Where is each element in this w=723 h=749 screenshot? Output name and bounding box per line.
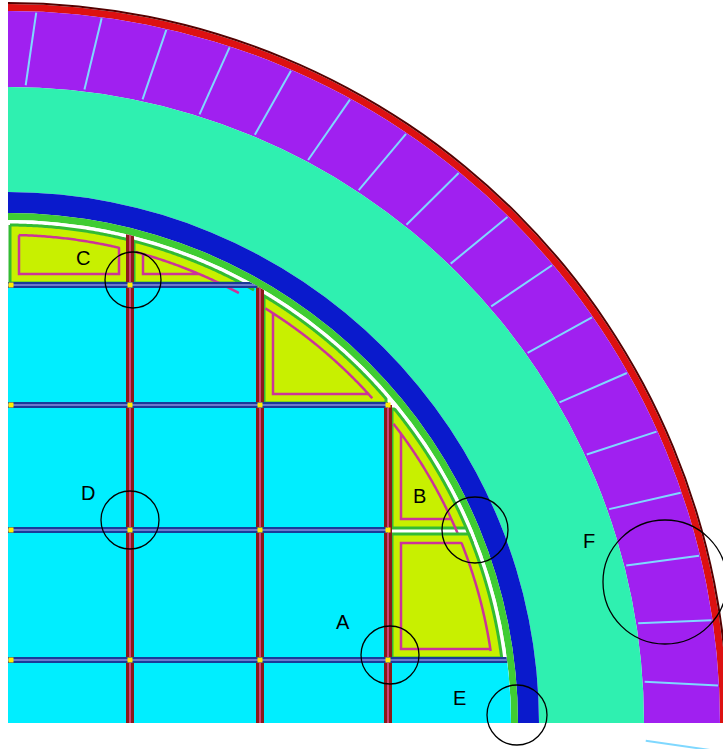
- fuel-cell: [130, 530, 260, 660]
- plate-joint: [9, 528, 14, 533]
- plate-joint: [258, 528, 263, 533]
- partial-cell-liner: [401, 543, 491, 651]
- detail-circle: [442, 497, 508, 563]
- inner-shell: [8, 87, 644, 723]
- partial-cell: [260, 294, 386, 403]
- basket-ring: [8, 192, 539, 723]
- block-gap: [646, 741, 719, 749]
- plate-vertical: [511, 660, 519, 723]
- detail-letter: B: [413, 486, 426, 506]
- plate-joint: [128, 403, 133, 408]
- block-gap: [359, 134, 406, 190]
- block-gap: [626, 556, 699, 566]
- detail-letter: D: [81, 483, 95, 503]
- block-gap: [200, 47, 230, 114]
- detail-circle: [105, 252, 161, 308]
- partial-cell: [392, 409, 473, 544]
- plate-joint: [9, 403, 14, 408]
- plate-joint: [386, 403, 391, 408]
- block-gap: [308, 100, 350, 160]
- outer-shell-edge: [8, 2, 723, 723]
- detail-letter: C: [76, 248, 90, 268]
- plate-joint: [258, 283, 263, 288]
- block-gap: [528, 317, 592, 352]
- plate-joint: [9, 283, 14, 288]
- block-gap: [26, 13, 37, 86]
- plate-vertical: [384, 405, 392, 723]
- fuel-cell: [130, 405, 260, 530]
- fuel-cell: [8, 285, 130, 405]
- block-gap: [645, 682, 718, 686]
- plate-core: [514, 660, 516, 723]
- fuel-cell: [260, 660, 388, 723]
- partial-cell-liner: [394, 424, 460, 538]
- detail-circle: [603, 520, 723, 644]
- plate-horizontal: [8, 657, 515, 663]
- plate-joint: [386, 528, 391, 533]
- detail-letter: E: [453, 688, 466, 708]
- fuel-cell: [8, 660, 130, 723]
- block-gap: [84, 18, 101, 89]
- plate-horizontal: [8, 402, 388, 408]
- plate-core: [8, 284, 260, 286]
- fuel-cell: [8, 530, 130, 660]
- plate-joint: [9, 658, 14, 663]
- plate-joint: [258, 658, 263, 663]
- detail-circle: [101, 491, 159, 549]
- fuel-cell: [260, 405, 388, 530]
- plate-horizontal: [8, 527, 388, 533]
- block-gap: [560, 373, 627, 402]
- partial-cell: [392, 534, 502, 659]
- fuel-cell: [388, 660, 515, 723]
- plate-vertical: [126, 215, 134, 723]
- detail-circle: [361, 626, 419, 684]
- block-gap: [587, 432, 657, 455]
- plate-core: [8, 529, 388, 531]
- plate-joint: [128, 283, 133, 288]
- plate-joint: [128, 658, 133, 663]
- plate-core: [129, 215, 131, 723]
- fuel-cell: [8, 405, 130, 530]
- block-gap: [143, 30, 167, 100]
- detail-letter: A: [336, 612, 349, 632]
- detail-letter: F: [583, 531, 595, 551]
- partial-cell: [10, 225, 128, 283]
- partial-cell-liner: [265, 308, 372, 398]
- rings: [8, 2, 723, 749]
- partial-cell-liner: [19, 235, 119, 274]
- outer-shell: [8, 4, 723, 723]
- block-gap: [491, 265, 552, 306]
- plate-core: [387, 405, 389, 723]
- fuel-cell: [130, 660, 260, 723]
- block-gap: [406, 173, 458, 225]
- plate-joint: [386, 283, 391, 288]
- plate-joint: [258, 403, 263, 408]
- plate-joint: [386, 658, 391, 663]
- block-gap: [609, 493, 681, 509]
- block-gap: [638, 620, 711, 623]
- block-gap: [255, 71, 291, 135]
- detail-circle: [487, 685, 547, 745]
- fuel-cell: [260, 530, 388, 660]
- plate-core: [8, 404, 388, 406]
- plate-horizontal: [8, 282, 260, 288]
- block-gap: [451, 217, 508, 264]
- plate-joint: [128, 528, 133, 533]
